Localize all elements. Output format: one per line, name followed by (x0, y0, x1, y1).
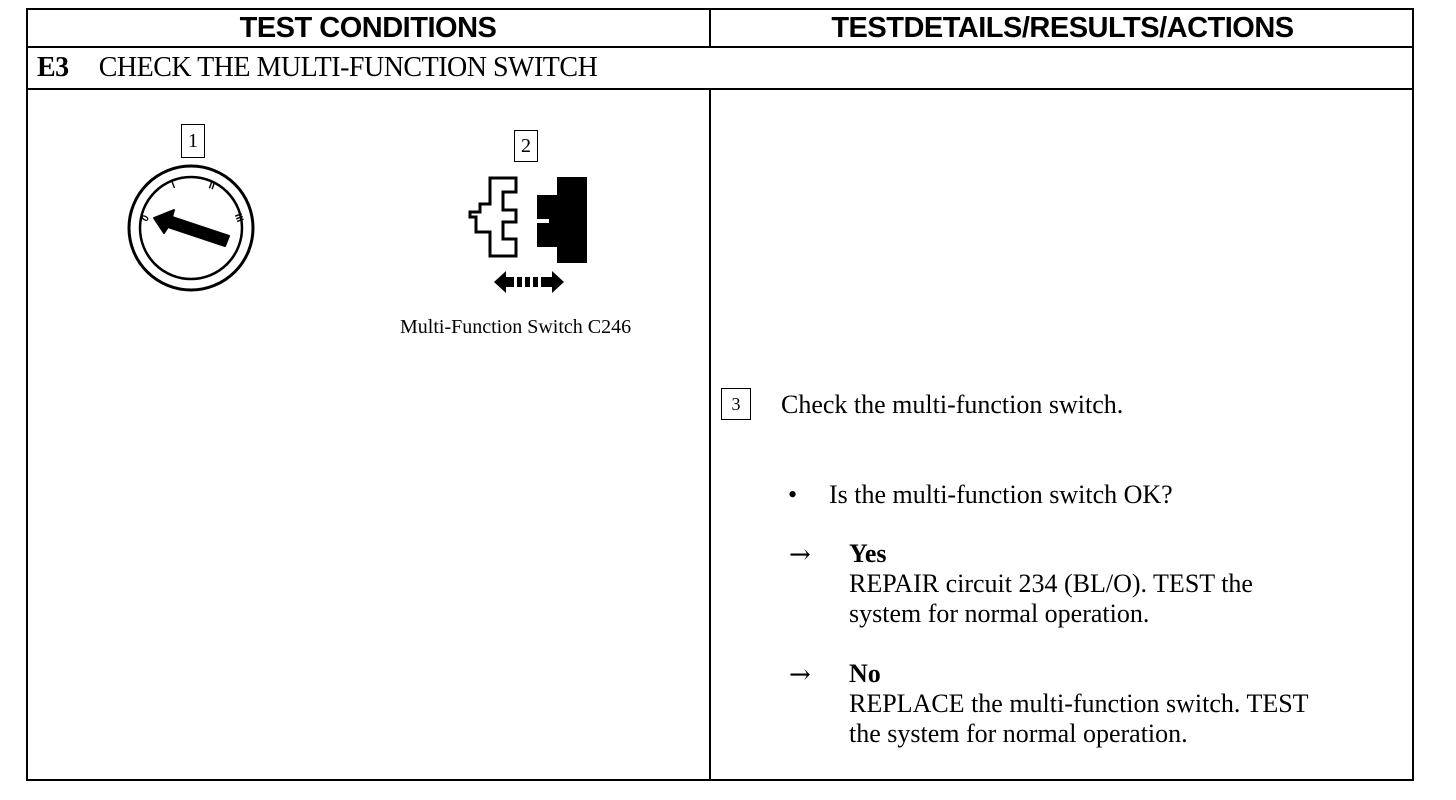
details-step-number: 3 (721, 388, 751, 420)
figure-1-number: 1 (181, 124, 205, 158)
answer-no: No REPLACE the multi-function switch. TE… (849, 659, 1309, 749)
no-arrow-icon: → (789, 660, 811, 690)
answer-no-label: No (849, 659, 881, 688)
key-position-3: III (232, 212, 245, 224)
ignition-key-icon: 0 I II III (127, 164, 255, 292)
figure-2-number: 2 (514, 130, 538, 162)
key-position-2: II (207, 180, 216, 192)
step-title-row: E3 CHECK THE MULTI-FUNCTION SWITCH (37, 52, 598, 84)
details-question: Is the multi-function switch OK? (829, 480, 1173, 509)
yes-arrow-icon: → (789, 540, 811, 570)
step-code: E3 (37, 52, 69, 83)
step-title: CHECK THE MULTI-FUNCTION SWITCH (98, 52, 598, 83)
column-divider-body (709, 88, 711, 781)
answer-no-text: REPLACE the multi-function switch. TEST … (849, 689, 1309, 748)
column-divider-top (709, 8, 711, 47)
step-divider (26, 88, 1414, 90)
answer-yes-text: REPAIR circuit 234 (BL/O). TEST the syst… (849, 569, 1253, 628)
figure-2-caption: Multi-Function Switch C246 (400, 316, 632, 338)
key-position-0: 0 (140, 213, 153, 224)
details-instruction: Check the multi-function switch. (781, 390, 1124, 419)
answer-yes: Yes REPAIR circuit 234 (BL/O). TEST the … (849, 539, 1253, 629)
question-bullet: • (788, 480, 798, 509)
connector-disconnect-icon (468, 176, 587, 293)
header-test-conditions: TEST CONDITIONS (239, 11, 497, 44)
header-divider (26, 46, 1414, 48)
key-position-1: I (170, 180, 177, 191)
table-frame (26, 8, 1414, 781)
answer-yes-label: Yes (849, 539, 887, 568)
header-test-details: TESTDETAILS/RESULTS/ACTIONS (831, 11, 1294, 44)
